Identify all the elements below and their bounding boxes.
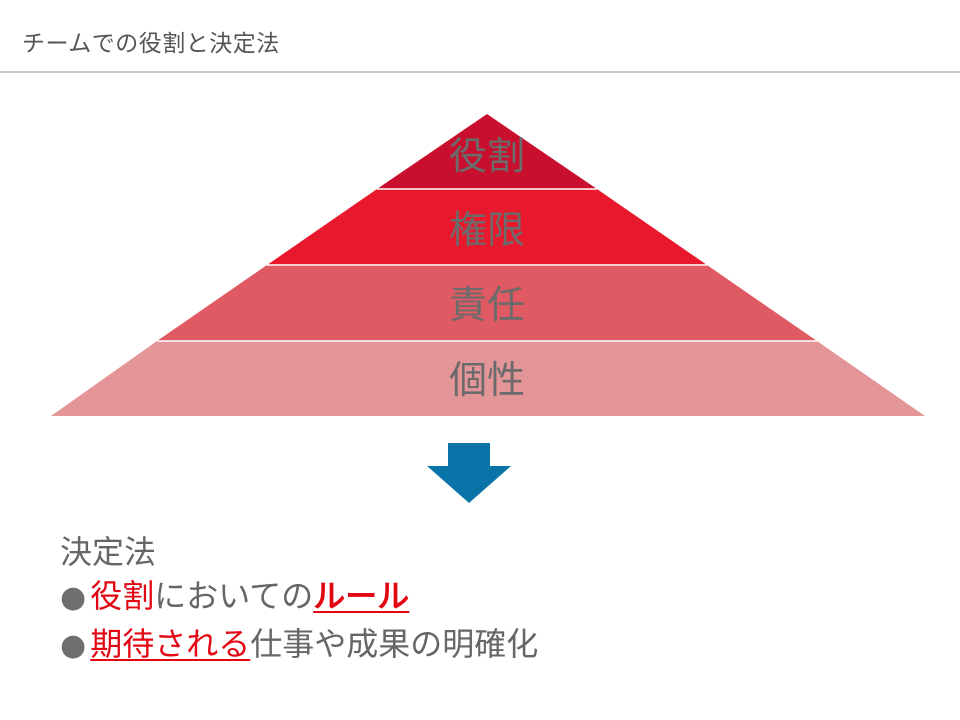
item-text: 仕事や成果の明確化 (250, 625, 539, 663)
pyramid-layer-2 (267, 189, 707, 265)
pyramid-layer-3 (157, 265, 817, 341)
pyramid-label-sekinin: 責任 (449, 283, 525, 327)
item-highlight: 役割 (90, 577, 155, 615)
page-title: チームでの役割と決定法 (22, 31, 280, 57)
pyramid-label-yakuwari: 役割 (449, 134, 525, 178)
item-text: においての (154, 577, 314, 615)
decision-item-rules: ●役割においてのルール (60, 571, 409, 617)
item-emphasis: ルール (313, 577, 410, 615)
bullet-icon: ● (60, 580, 87, 615)
item-highlight: 期待される (90, 625, 251, 663)
pyramid-label-kengen: 権限 (449, 208, 525, 252)
decision-heading: 決定法 (60, 533, 157, 571)
header-divider (0, 71, 960, 73)
pyramid-layer-4 (51, 341, 925, 416)
bullet-icon: ● (60, 628, 87, 663)
decision-item-expectations: ●期待される仕事や成果の明確化 (60, 619, 538, 665)
pyramid-label-kosei: 個性 (449, 358, 525, 402)
pyramid-diagram: 役割 権限 責任 個性 (51, 114, 925, 416)
pyramid-layer-1 (377, 114, 597, 189)
